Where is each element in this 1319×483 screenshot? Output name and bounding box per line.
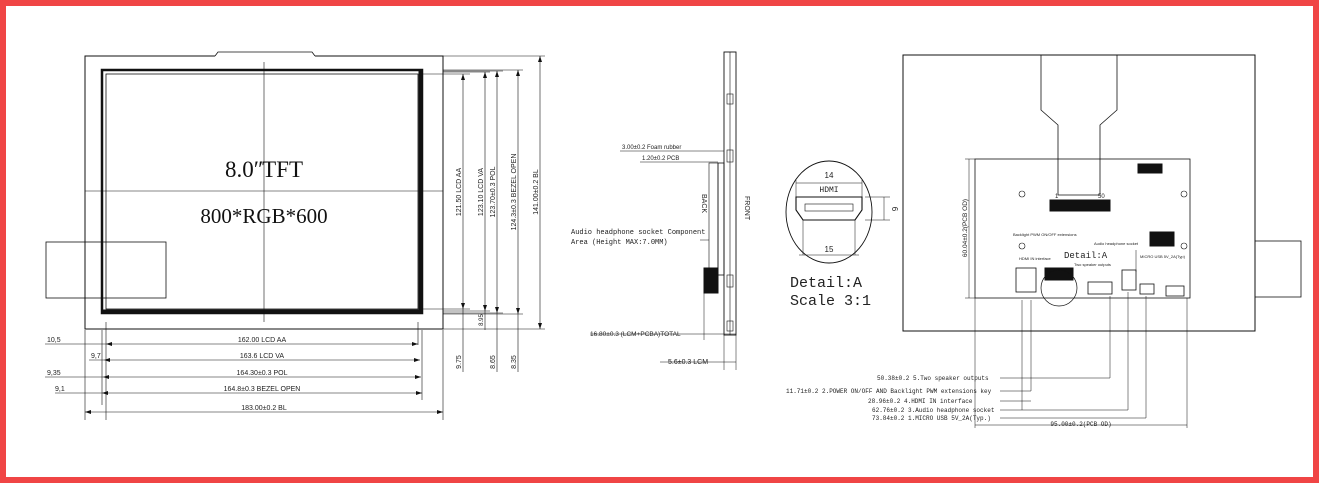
vdim-label-2: 123.10 LCD VA xyxy=(478,168,485,216)
vdim-offset-3: 8.65 xyxy=(490,355,497,369)
side-foam-label: 3.00±0.2 Foam rubber xyxy=(622,145,681,151)
back-view xyxy=(902,54,1302,428)
hdim-offset-1: 10,5 xyxy=(47,337,61,344)
back-pcb-height: 60.04±0.2(PCB OD) xyxy=(962,199,969,257)
hdim-offset-3: 9,35 xyxy=(47,370,61,377)
back-label-backlight: Backlight PWM ON/OFF extensions xyxy=(1013,232,1077,237)
vdim-offset-4: 8.35 xyxy=(511,355,518,369)
callout-5: 50.38±0.2 5.Two speaker outputs xyxy=(877,375,989,382)
callout-4: 28.96±0.2 4.HDMI IN interface xyxy=(868,398,973,405)
callout-1: 73.84±0.2 1.MICRO USB 5V_2A(Typ.) xyxy=(872,415,991,422)
detail-hdmi-label: HDMI xyxy=(819,186,838,195)
hdim-offset-4: 9,1 xyxy=(55,386,65,393)
hdim-label-2: 163.6 LCD VA xyxy=(240,353,285,360)
detail-top-dim: 14 xyxy=(825,171,834,180)
bezel-outline xyxy=(100,68,424,315)
vdim-label-4: 124.3±0.3 BEZEL OPEN xyxy=(511,154,518,231)
detail-scale: Scale 3:1 xyxy=(790,293,871,310)
detail-circle xyxy=(785,160,873,264)
back-pin1: 1 xyxy=(1055,194,1059,200)
hdim-label-5: 183.00±0.2 BL xyxy=(241,405,287,412)
back-detail-a: Detail:A xyxy=(1064,251,1108,261)
side-total-label: 16.80±0.3 (LCM+PCBA)TOTAL xyxy=(590,331,681,338)
hdim-label-4: 164.8±0.3 BEZEL OPEN xyxy=(224,386,301,393)
front-title-size: 8.0ʺTFT xyxy=(225,157,303,182)
lcd-active-area xyxy=(105,73,419,310)
side-pcb-label: 1.20±0.2 PCB xyxy=(642,156,679,162)
fpc-connector xyxy=(1049,199,1111,212)
front-view xyxy=(45,51,545,420)
vdim-label-5: 141.00±0.2 BL xyxy=(533,169,540,215)
vdim-label-1: 121.50 LCD AA xyxy=(456,168,463,217)
side-pcb xyxy=(717,162,725,276)
back-pin50: 50 xyxy=(1098,194,1105,200)
detail-a xyxy=(785,160,890,264)
back-label-speaker: Two speaker outputs xyxy=(1074,262,1111,267)
hdim-offset-2: 9,7 xyxy=(91,353,101,360)
hdim-label-3: 164.30±0.3 POL xyxy=(237,370,288,377)
front-title-resolution: 800*RGB*600 xyxy=(200,204,327,228)
hdim-label-1: 162.00 LCD AA xyxy=(238,337,287,344)
back-label-audio: Audio headphone socket xyxy=(1094,241,1139,246)
fpc-tab-right xyxy=(1254,240,1302,298)
detail-bottom-dim: 15 xyxy=(825,245,834,254)
side-front-label: FRONT xyxy=(743,196,750,221)
pcb-outline xyxy=(974,158,1191,299)
back-label-usb: MICRO USB 5V_2A(Typ) xyxy=(1140,254,1186,259)
back-outline xyxy=(902,54,1256,332)
fpc-cable xyxy=(1040,55,1118,196)
vdim-label-3: 123.70±0.3 POL xyxy=(490,166,497,217)
side-audio-line1: Audio headphone socket Component xyxy=(571,229,705,237)
detail-side-dim: 6 xyxy=(890,207,899,212)
callout-3: 62.76±0.2 3.Audio headphone socket xyxy=(872,407,994,414)
side-view xyxy=(590,51,737,370)
back-label-hdmi: HDMI IN interface xyxy=(1019,256,1052,261)
detail-caption: Detail:A xyxy=(790,275,862,292)
callout-2: 11.71±0.2 2.POWER ON/OFF AND Backlight P… xyxy=(786,388,992,395)
fpc-tab-left xyxy=(45,241,167,299)
hdmi-connector xyxy=(795,196,863,221)
audio-socket-circle xyxy=(1040,269,1078,307)
side-back-label: BACK xyxy=(700,194,707,213)
side-audio-line2: Area (Height MAX:7.0MM) xyxy=(571,239,668,247)
side-lcm-label: 5.6±0.3 LCM xyxy=(668,359,708,366)
side-component xyxy=(703,267,719,294)
back-pcb-width: 95.00±0.2(PCB OD) xyxy=(1050,421,1111,428)
vdim-offset-2: 8.95 xyxy=(479,314,485,326)
vdim-offset-1: 9.75 xyxy=(456,355,463,369)
